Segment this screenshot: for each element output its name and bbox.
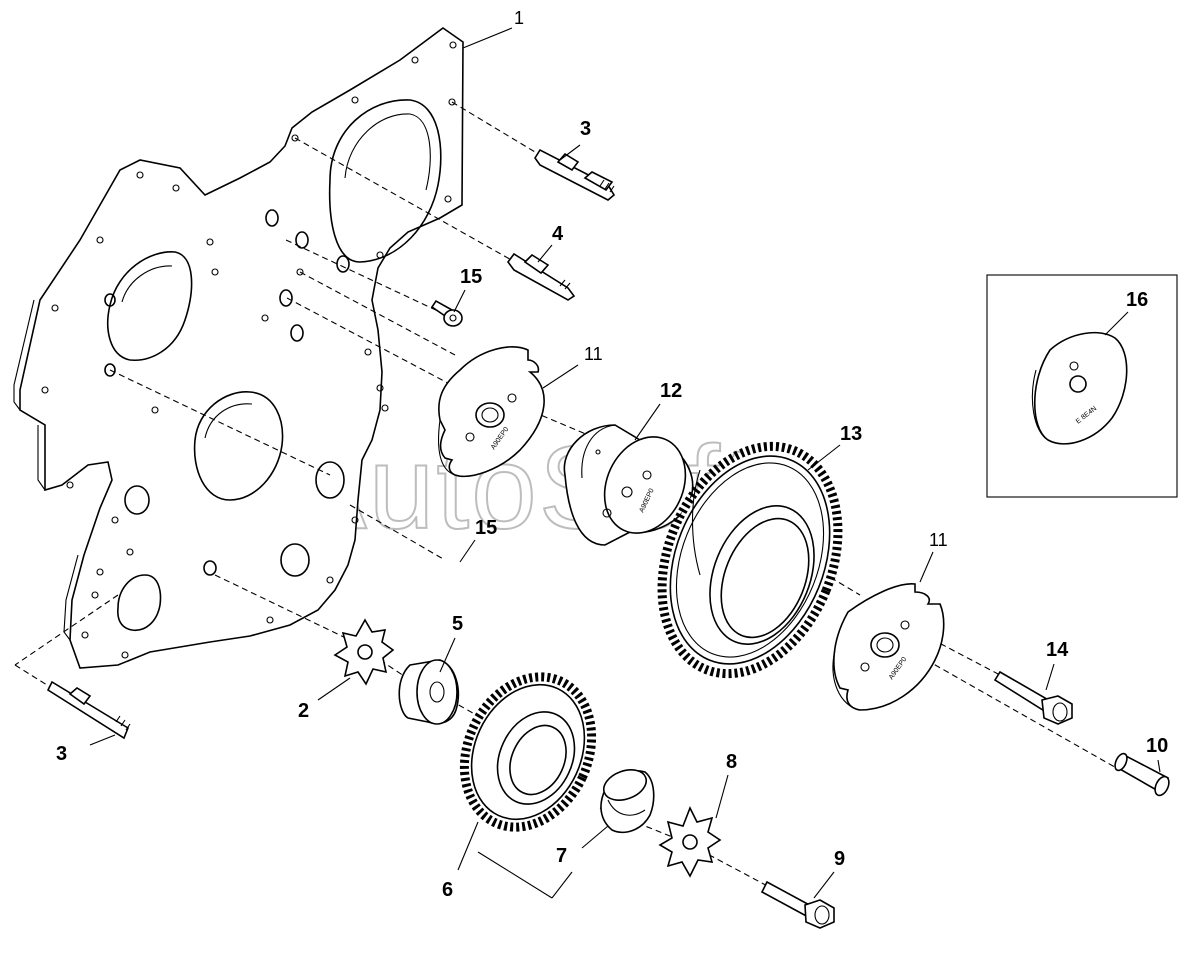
inset-part-16: E 8E4N <box>986 274 1178 498</box>
leader-lines <box>89 27 1161 899</box>
callout-12: 12 <box>660 380 682 402</box>
callout-3-upper: 3 <box>580 118 591 140</box>
callout-11-lower: 11 <box>929 530 948 550</box>
callout-numbers: 1 3 4 15 11 12 13 11 15 14 10 16 3 2 5 6… <box>56 8 1168 901</box>
callout-1: 1 <box>514 8 524 28</box>
callout-11-upper: 11 <box>584 344 603 364</box>
stud-part-3-lower <box>46 680 131 740</box>
bolt-part-14 <box>993 670 1073 725</box>
stud-part-3-upper <box>534 148 616 201</box>
thrust-plate-part-11-upper: A90EP0 <box>438 346 545 477</box>
callout-15-upper: 15 <box>460 266 482 288</box>
callout-8: 8 <box>726 751 737 773</box>
spacer-part-5 <box>398 659 460 725</box>
bushing-part-7 <box>600 769 655 834</box>
callout-16: 16 <box>1126 289 1148 311</box>
callout-5: 5 <box>452 613 463 635</box>
callout-7: 7 <box>556 845 567 867</box>
callout-14: 14 <box>1046 639 1069 661</box>
large-gear-part-13 <box>657 441 843 679</box>
callout-10: 10 <box>1146 735 1168 757</box>
callout-4: 4 <box>552 223 564 245</box>
medium-gear-part-6 <box>459 672 597 832</box>
thrust-plate-part-11-lower: A90EP0 <box>832 583 945 711</box>
star-washer-part-8 <box>658 806 722 878</box>
callout-15-lower: 15 <box>475 517 497 539</box>
callout-6: 6 <box>442 879 453 901</box>
dowel-pin-part-10 <box>1114 752 1170 797</box>
callout-9: 9 <box>834 848 845 870</box>
star-washer-part-2 <box>333 618 395 686</box>
callout-2: 2 <box>298 700 309 722</box>
hub-part-12: A90EP0 <box>563 424 694 546</box>
bolt-part-9 <box>760 880 835 929</box>
callout-3-lower: 3 <box>56 743 67 765</box>
stud-part-4 <box>507 252 576 301</box>
bolt-part-15-upper <box>430 299 463 327</box>
callout-13: 13 <box>840 423 862 445</box>
front-plate-part-1 <box>13 27 464 669</box>
